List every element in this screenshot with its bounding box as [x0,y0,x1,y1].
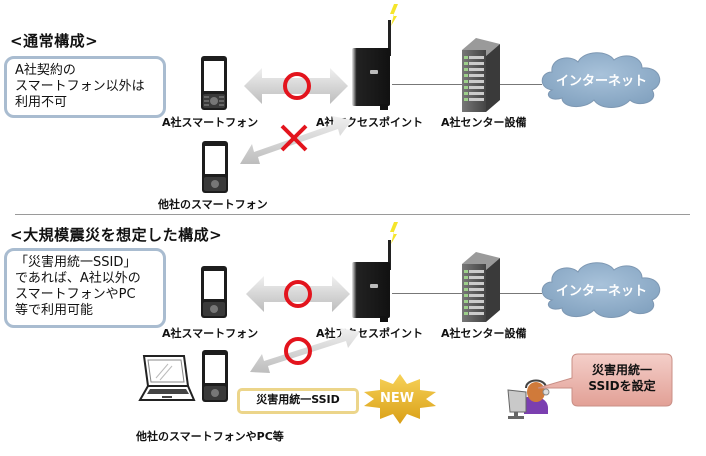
callout-line: スマートフォンやPC [15,287,136,302]
connection-line [392,84,462,85]
smartphone-icon [202,141,228,193]
disaster-section-title: <大規模震災を想定した構成> [10,226,223,244]
smartphone-icon [201,266,227,318]
laptop-icon [138,355,196,401]
label-a-center: A社センター設備 [441,327,527,340]
label-internet: インターネット [556,284,648,299]
section-divider [15,214,690,215]
operator-callout-line: 災害用統一 [591,363,652,377]
double-arrow-icon [246,276,350,312]
smartphone-icon [202,350,228,402]
disaster-ssid-badge: 災害用統一SSID [237,388,359,414]
connection-line [496,293,542,294]
connection-line [496,84,542,85]
label-other-smartphone: 他社のスマートフォン [158,198,268,211]
double-arrow-icon [244,68,348,104]
callout-line: 等で利用可能 [15,303,94,318]
internet-cloud-icon [541,52,661,108]
operator-callout-text: 災害用統一 SSIDを設定 [574,362,670,394]
internet-cloud-icon [541,262,661,318]
server-rack-icon [462,38,500,112]
diagonal-double-arrow-icon [250,328,360,373]
ok-circle-icon [284,337,312,365]
label-a-smartphone: A社スマートフォン [162,327,259,340]
label-a-smartphone: A社スマートフォン [162,116,259,129]
callout-line: 利用不可 [15,95,68,110]
callout-line: であれば、A社以外の [15,271,141,286]
disaster-callout: 「災害用統一SSID」 であれば、A社以外の スマートフォンやPC 等で利用可能 [4,248,166,328]
normal-restriction-callout: A社契約の スマートフォン以外は 利用不可 [4,56,166,118]
deny-cross-icon [280,124,308,152]
normal-section-title: <通常構成> [10,32,99,50]
operator-speech-bubble [537,353,673,407]
ok-circle-icon [284,280,312,308]
ok-circle-icon [283,72,311,100]
new-star-badge [364,374,436,424]
connection-line [392,293,462,294]
new-label: NEW [380,391,415,406]
server-rack-icon [462,252,500,322]
access-point-icon [352,222,398,322]
access-point-icon [352,4,398,110]
callout-line: 「災害用統一SSID」 [15,255,137,270]
callout-line: スマートフォン以外は [15,79,145,94]
operator-headset-icon [507,379,550,419]
label-other-devices: 他社のスマートフォンやPC等 [136,430,284,443]
label-internet: インターネット [556,74,648,89]
operator-callout-line: SSIDを設定 [588,379,656,393]
callout-line: A社契約の [15,63,76,78]
smartphone-icon [201,56,227,110]
label-a-center: A社センター設備 [441,116,527,129]
